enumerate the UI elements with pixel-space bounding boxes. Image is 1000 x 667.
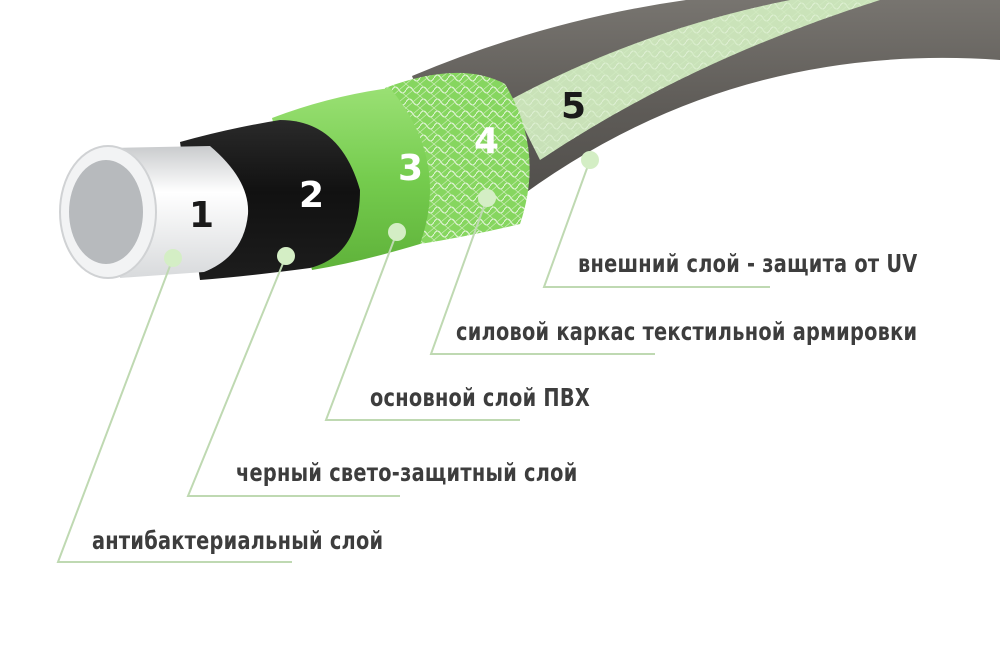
label-antibacterial-layer: антибактериальный слой xyxy=(92,526,384,555)
label-uv-outer-layer: внешний слой - защита от UV xyxy=(578,249,918,278)
leader-line-3 xyxy=(324,231,520,421)
outer-layer-5 xyxy=(412,0,1000,232)
leader-line-5 xyxy=(542,159,770,288)
leader-line-1 xyxy=(56,257,292,563)
leader-dot-2 xyxy=(277,247,295,265)
leader-dot-1 xyxy=(164,249,182,267)
leader-dot-4 xyxy=(478,189,496,207)
layer-number-2: 2 xyxy=(299,175,324,216)
white-layer-1 xyxy=(59,145,249,279)
label-black-light-protective-layer: черный свето-защитный слой xyxy=(236,458,578,487)
label-pvc-base-layer: основной слой ПВХ xyxy=(370,383,591,412)
layer-number-5: 5 xyxy=(561,86,586,127)
layer-number-3: 3 xyxy=(398,148,423,189)
leader-line-2 xyxy=(186,255,400,497)
leader-dot-3 xyxy=(388,223,406,241)
layer-number-4: 4 xyxy=(474,121,499,162)
leader-dot-5 xyxy=(581,151,599,169)
layer-number-1: 1 xyxy=(189,195,214,236)
leader-line-4 xyxy=(429,197,655,355)
label-textile-reinforcement: силовой каркас текстильной армировки xyxy=(456,317,918,346)
hose-bore xyxy=(69,160,143,264)
